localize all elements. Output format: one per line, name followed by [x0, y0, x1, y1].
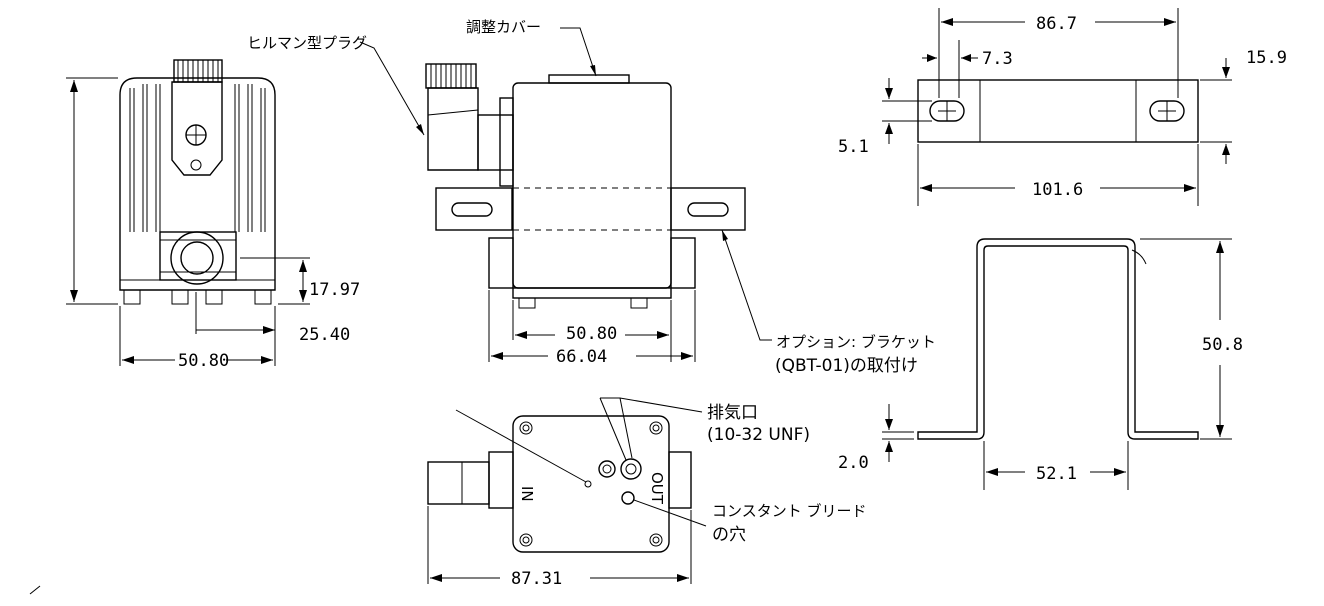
dim-front-height: 17.97 [309, 280, 360, 300]
bottom-view: IN OUT 87.31 [427, 397, 707, 589]
dim-bracket-height: 15.9 [1246, 48, 1287, 68]
bracket-top-view: 86.7 7.3 15.9 5.1 101.6 [838, 8, 1287, 206]
bracket-side-view: 50.8 2.0 52.1 [838, 238, 1243, 490]
bracket-label-line1: オプション: ブラケット [776, 333, 936, 351]
port-in-label: IN [518, 486, 536, 502]
dim-side-inner: 50.80 [566, 324, 617, 344]
front-view: 17.97 25.40 50.80 [66, 59, 360, 371]
bleed-label-line2: の穴 [712, 525, 746, 545]
side-view: 50.80 66.04 [359, 27, 772, 367]
bracket-label-line2: (QBT-01)の取付け [775, 356, 918, 376]
dim-hole-span: 86.7 [1036, 14, 1077, 34]
dim-bracket-slot: 5.1 [838, 137, 869, 157]
cover-label: 調整カバー [466, 18, 541, 36]
bleed-label-line1: コンスタント ブリード [712, 502, 866, 520]
dim-hole-offset: 7.3 [982, 49, 1013, 69]
dim-bracket-thickness: 2.0 [838, 453, 869, 473]
dim-front-offset: 25.40 [299, 325, 350, 345]
dim-bracket-length: 101.6 [1032, 180, 1083, 200]
dim-bracket-leg-height: 50.8 [1202, 335, 1243, 355]
dim-bracket-inner-width: 52.1 [1036, 464, 1077, 484]
dim-front-width: 50.80 [178, 351, 229, 371]
dim-side-width: 66.04 [556, 347, 607, 367]
port-out-label: OUT [648, 472, 666, 505]
exhaust-label-line1: 排気口 [707, 403, 758, 423]
plug-label: ヒルマン型プラグ [247, 34, 367, 52]
exhaust-label-line2: (10-32 UNF) [707, 425, 810, 445]
dim-bottom-width: 87.31 [511, 569, 562, 589]
